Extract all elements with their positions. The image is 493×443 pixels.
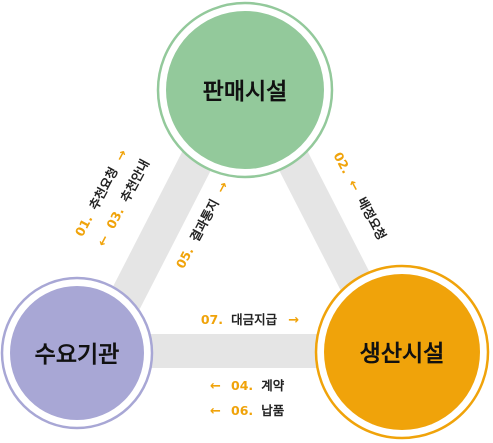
step-04-number: 04. [231, 378, 253, 393]
svg-text:07. 대금지급 →: 07. 대금지급 → [201, 309, 299, 328]
node-demand: 수요기관 [0, 276, 154, 430]
step-05-number: 05. [173, 244, 197, 271]
step-06: ← 06. 납품 [210, 400, 285, 419]
svg-text:← 04. 계약: ← 04. 계약 [210, 375, 285, 394]
node-sales-fill [166, 11, 324, 169]
node-demand-label: 수요기관 [35, 342, 120, 368]
step-01-number: 01. [72, 212, 96, 239]
step-07-number: 07. [201, 312, 223, 327]
node-production: 생산시설 [314, 264, 490, 440]
node-production-fill [324, 274, 480, 430]
step-03-number: 03. [103, 205, 127, 232]
step-03-arrow-icon: ← [95, 233, 113, 250]
svg-text:← 06. 납품: ← 06. 납품 [210, 400, 285, 419]
step-02-label: 배정요청 [355, 195, 390, 243]
step-01-arrow-icon: → [113, 147, 131, 164]
step-05-arrow-icon: → [214, 179, 232, 196]
step-04-arrow-icon: ← [210, 379, 221, 394]
node-demand-fill [10, 286, 144, 420]
step-02-arrow-icon: ← [344, 177, 362, 194]
node-sales-label: 판매시설 [203, 79, 288, 105]
step-02-number: 02. [331, 149, 355, 176]
node-production-label: 생산시설 [360, 341, 445, 367]
step-07-arrow-icon: → [288, 313, 299, 328]
step-04-label: 계약 [261, 378, 285, 393]
step-03-label: 추천안내 [117, 157, 152, 205]
step-06-arrow-icon: ← [210, 404, 221, 419]
step-06-label: 납품 [261, 403, 285, 418]
step-07-label: 대금지급 [231, 312, 278, 327]
step-07: 07. 대금지급 → [201, 309, 299, 328]
node-sales: 판매시설 [156, 1, 334, 179]
step-04: ← 04. 계약 [210, 375, 285, 394]
step-06-number: 06. [231, 403, 253, 418]
